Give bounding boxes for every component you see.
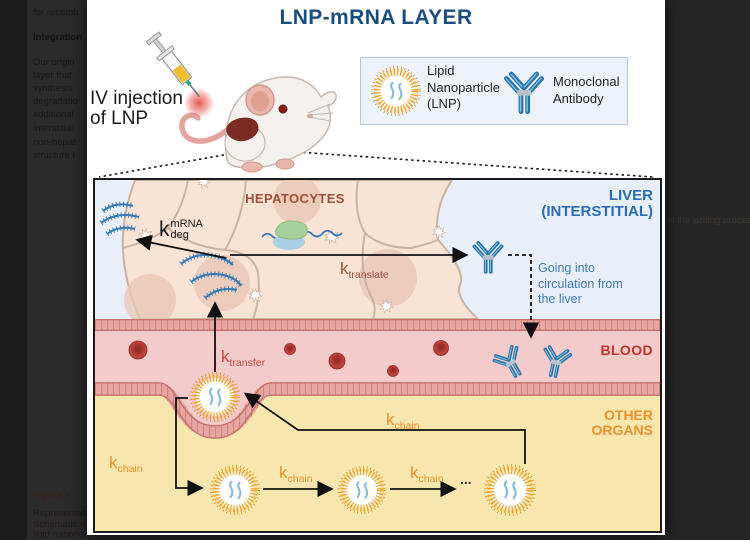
mouse-eye	[278, 104, 288, 114]
blood-label: BLOOD	[600, 342, 653, 358]
viewer-dark-edge	[0, 0, 27, 540]
circulation-note-line: the liver	[538, 292, 582, 306]
dimmed-text-line: Our origin	[33, 57, 75, 68]
k-sub: chain	[287, 473, 313, 485]
k-sub: deg	[170, 229, 189, 241]
k-transfer-label: k transfer	[221, 347, 266, 369]
lnp-label-line: Nanoparticle	[427, 79, 500, 95]
mouse-liver	[226, 117, 259, 142]
cell-nucleus	[359, 249, 417, 307]
liver-label-line: LIVER	[608, 187, 653, 204]
figure-caption-label: Figure 3.	[33, 490, 73, 501]
circulation-dashed-arrow	[508, 254, 540, 339]
dimmed-text-line: synthesis.	[33, 83, 76, 94]
mab-legend-label: Monoclonal Antibody	[553, 74, 620, 107]
k-sub: translate	[348, 269, 389, 281]
k-chain-label: k chain	[386, 410, 420, 432]
k-base: k	[109, 453, 118, 472]
dimmed-text-line: non-hepat	[33, 137, 76, 148]
figure-caption-line: Representatio	[33, 508, 87, 519]
figure-caption-line: Schematic repr	[33, 519, 87, 530]
mouse-illustration	[98, 31, 654, 178]
dimmed-document-right: in the writing process	[665, 0, 750, 540]
iv-injection-label: IV injection of LNP	[90, 89, 183, 129]
k-base: k	[159, 218, 170, 241]
injection-site-glow	[184, 88, 214, 118]
dimmed-text-line: additional	[33, 109, 74, 120]
cell-nucleus	[124, 274, 176, 326]
dimmed-text-line: structure i	[33, 150, 75, 161]
k-sub: chain	[394, 420, 420, 432]
k-deg-stack: mRNA deg	[171, 219, 203, 241]
k-sub: chain	[418, 473, 444, 485]
red-blood-cells	[128, 340, 449, 377]
mouse-foot	[275, 158, 295, 170]
iv-injection-line1: IV injection	[90, 88, 183, 109]
blood-bg	[95, 319, 660, 426]
k-chain-label: k chain	[109, 453, 143, 475]
other-organs-label: OTHER ORGANS	[592, 408, 653, 438]
mouse-tail	[179, 112, 230, 144]
k-chain-label: k chain	[410, 463, 444, 485]
iv-injection-line2: of LNP	[90, 108, 149, 129]
mab-label-line: Antibody	[553, 90, 604, 106]
figure-panel: LNP-mRNA LAYER IV injection of LNP Lipid…	[87, 0, 665, 535]
other-label-line: ORGANS	[591, 422, 653, 438]
k-sub: chain	[117, 463, 143, 475]
cell-nucleus	[194, 255, 250, 311]
mab-label-line: Monoclonal	[553, 74, 620, 89]
chain-ellipsis: ...	[460, 471, 472, 487]
k-deg-arrow	[135, 234, 227, 259]
nascent-protein	[274, 220, 308, 240]
circulation-note: Going into circulation from the liver	[538, 261, 648, 308]
mouse-ear-front-inner	[251, 91, 269, 111]
figure-caption-line: lipid nanoparti	[33, 529, 87, 540]
circulation-note-line: Going into	[538, 261, 595, 275]
liver-label-line: (INTERSTITIAL)	[541, 203, 653, 220]
dimmed-heading: Integration	[33, 32, 83, 43]
dimmed-text-line: in the writing process	[667, 215, 750, 226]
dimmed-text-line: degradatio	[33, 96, 78, 107]
cell-nucleus	[273, 180, 321, 224]
k-translate-label: k translate	[340, 259, 389, 281]
ribosome	[261, 220, 343, 250]
mouse-whiskers	[307, 103, 334, 122]
figure-title: LNP-mRNA LAYER	[279, 6, 473, 29]
k-base: k	[221, 347, 230, 366]
dimmed-text-line: layer that	[33, 70, 73, 81]
lnp-label-line: Lipid	[427, 63, 455, 78]
k-sub: transfer	[229, 357, 266, 369]
k-base: k	[279, 463, 288, 482]
dimmed-text-line: for recomb	[33, 7, 79, 18]
leader-line-right	[268, 149, 654, 178]
legend-box: Lipid Nanoparticle (LNP) Monoclonal Anti…	[360, 57, 628, 125]
dimmed-document-page: for recomb Integration Our origin layer …	[27, 0, 87, 540]
flow-arrows	[135, 234, 540, 498]
syringe-icon	[145, 31, 200, 98]
k-chain-label: k chain	[279, 463, 313, 485]
k-sup: mRNA	[170, 218, 203, 230]
mouse-foot	[241, 161, 263, 173]
dimmed-text-line: interstitial	[33, 123, 74, 134]
k-base: k	[340, 259, 349, 278]
liver-interstitial-label: LIVER (INTERSTITIAL)	[541, 188, 653, 220]
diagram-graphics	[95, 180, 660, 531]
lnp-label-line: (LNP)	[427, 96, 461, 111]
k-chain-entry-arrow	[175, 397, 204, 497]
k-chain-return-arrow	[243, 392, 526, 464]
k-deg-label: k mRNA deg	[159, 218, 203, 242]
hepatocytes-label: HEPATOCYTES	[245, 191, 345, 206]
circulation-note-line: circulation from	[538, 276, 623, 291]
model-diagram: HEPATOCYTES LIVER (INTERSTITIAL) Going i…	[93, 178, 662, 533]
hepatocyte-cells	[121, 180, 481, 326]
k-base: k	[386, 410, 395, 429]
k-base: k	[410, 463, 419, 482]
other-label-line: OTHER	[604, 407, 653, 423]
lnp-legend-label: Lipid Nanoparticle (LNP)	[427, 63, 500, 113]
